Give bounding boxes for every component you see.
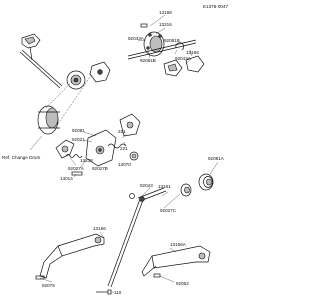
label-110: 110 [114,290,122,295]
label-92043a-right: 92043A [175,56,192,61]
shift-fork-left [21,33,41,61]
label-13070: 13070 [118,162,131,167]
shift-pedal-left [35,233,105,280]
exploded-parts-diagram: E1378-0047 [2,4,228,295]
shift-fork-right-2 [185,55,205,73]
figure-code: E1378-0047 [203,4,228,9]
label-13216: 13216 [159,22,172,27]
pedal-bolt [96,289,112,295]
label-92043: 92043 [140,183,153,188]
label-92027a: 92027A [68,166,85,171]
guide-bar-left [19,49,63,89]
label-13168: 13168 [159,10,172,15]
pawl-spring [65,154,83,158]
label-92062: 92062 [176,281,189,286]
shift-pedal-right [141,245,211,278]
shift-shaft-nut [129,193,135,199]
leader-lines [29,14,219,293]
return-spring [107,143,127,149]
label-92081b-top: 92081B [164,38,180,43]
label-92081a: 92081A [208,156,225,161]
shift-ratchet [119,113,141,137]
label-14014: 14014 [60,176,73,181]
label-221-top: 221 [118,129,126,134]
label-13156: 13156 [93,226,106,231]
shift-fork-right-1 [163,59,183,77]
label-13168-right: 13168 [186,50,199,55]
label-92081b-left: 92081B [140,58,156,63]
label-92081: 92081 [72,128,85,133]
oil-seal [180,183,192,197]
circlip [175,42,185,51]
shift-mechanism-arm [85,129,117,167]
label-92043a-top: 92043A [128,36,145,41]
shift-drum-cam [89,61,111,83]
collar-13070 [129,151,139,161]
pin-small [140,23,148,28]
label-92027b: 92027B [92,166,108,171]
drum-pin-plate [143,31,165,57]
label-13156a: 13156A [170,242,187,247]
label-92027c: 92027C [160,208,177,213]
label-92021: 92021 [72,137,85,142]
label-221-bottom: 221 [120,146,128,151]
label-ref-change-drum: Ref. Change Drum [2,155,40,160]
shift-drum-bearing [66,70,86,90]
pin-14014 [71,171,83,176]
label-92075: 92075 [42,283,55,288]
label-13161: 13161 [158,184,171,189]
gear-shift-shaft [107,187,167,288]
label-13238: 13238 [80,158,93,163]
shift-drum [37,105,60,135]
guide-bar-right [127,39,197,60]
shift-fork-middle [55,139,75,159]
shaft-spring [198,173,214,191]
